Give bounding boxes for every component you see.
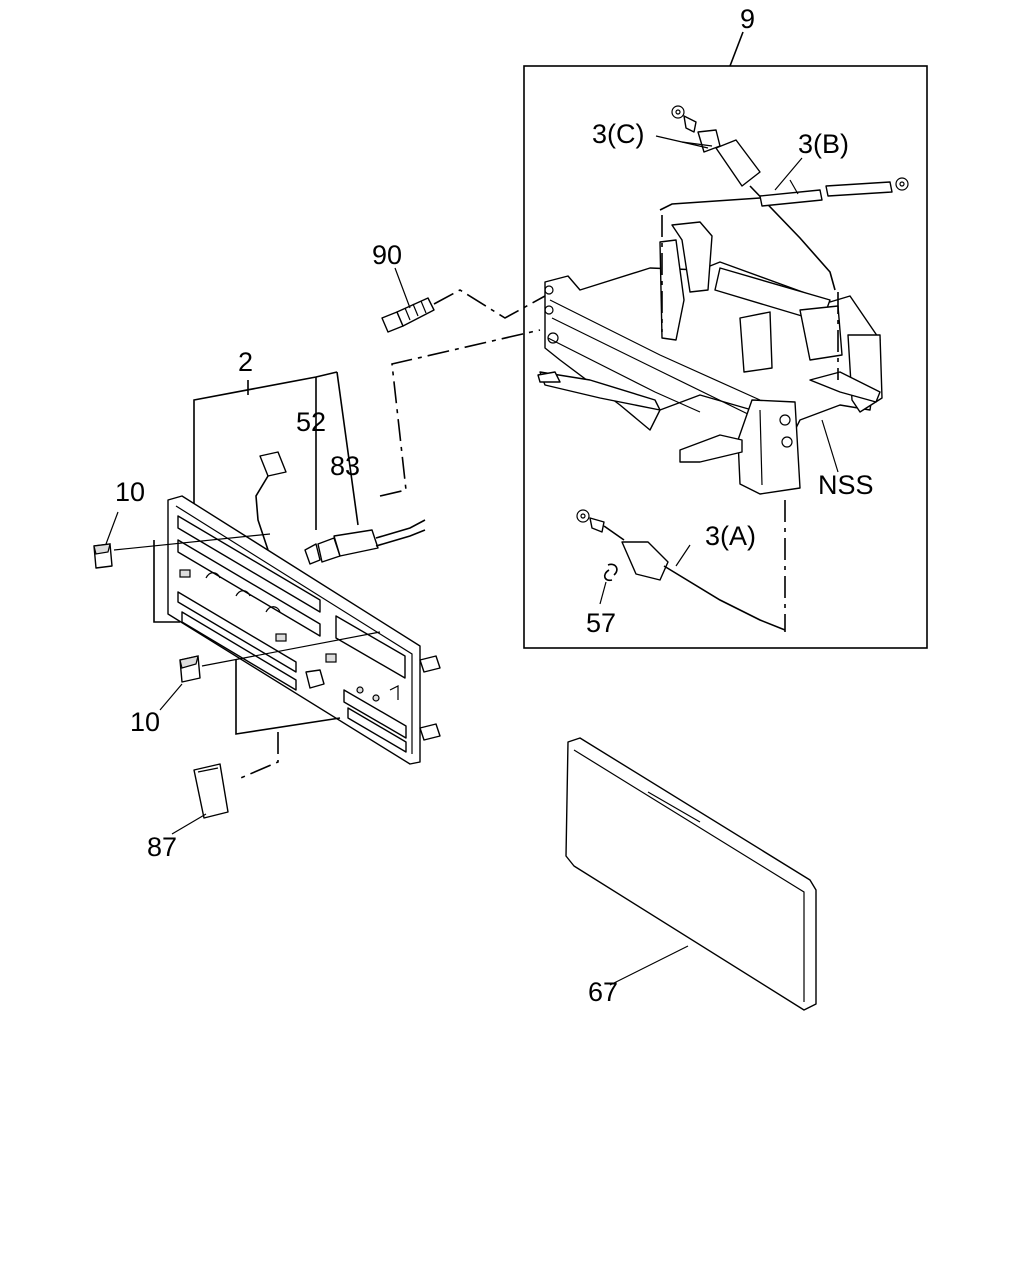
callout-3b: 3(B) <box>798 129 849 159</box>
callout-nss: NSS <box>818 470 874 500</box>
callout-57: 57 <box>586 608 616 638</box>
callout-3a: 3(A) <box>705 521 756 551</box>
leader-3b <box>774 157 803 191</box>
callout-83: 83 <box>330 451 360 481</box>
callout-9: 9 <box>740 4 755 34</box>
cable-3b <box>659 177 909 211</box>
cable-3c <box>671 105 836 291</box>
callout-3c: 3(C) <box>592 119 645 149</box>
panel-67 <box>565 737 817 1011</box>
callout-10-top: 10 <box>115 477 145 507</box>
callout-87: 87 <box>147 832 177 862</box>
callout-52: 52 <box>296 407 326 437</box>
cable-3a <box>576 509 786 631</box>
knob-cap-87 <box>171 763 229 835</box>
callout-2: 2 <box>238 347 253 377</box>
screw-path <box>433 289 546 319</box>
bracket-2 <box>193 371 338 508</box>
screw-90 <box>381 267 435 333</box>
assembly-frame-9 <box>523 31 928 649</box>
callout-90: 90 <box>372 240 402 270</box>
knob-10-top <box>93 511 271 569</box>
bracket-lower <box>235 660 341 735</box>
dash-to-base <box>379 329 541 497</box>
bulb-socket <box>304 519 426 565</box>
leader-nss <box>821 419 839 473</box>
knob-10-bottom <box>159 631 381 711</box>
control-base <box>537 221 883 495</box>
callout-67: 67 <box>588 977 618 1007</box>
front-panel-2 <box>167 495 441 765</box>
callout-10-bottom: 10 <box>130 707 160 737</box>
dash-to-knob-cap <box>235 732 279 781</box>
bracket-knobs <box>153 540 180 623</box>
leader-3c <box>655 135 709 149</box>
